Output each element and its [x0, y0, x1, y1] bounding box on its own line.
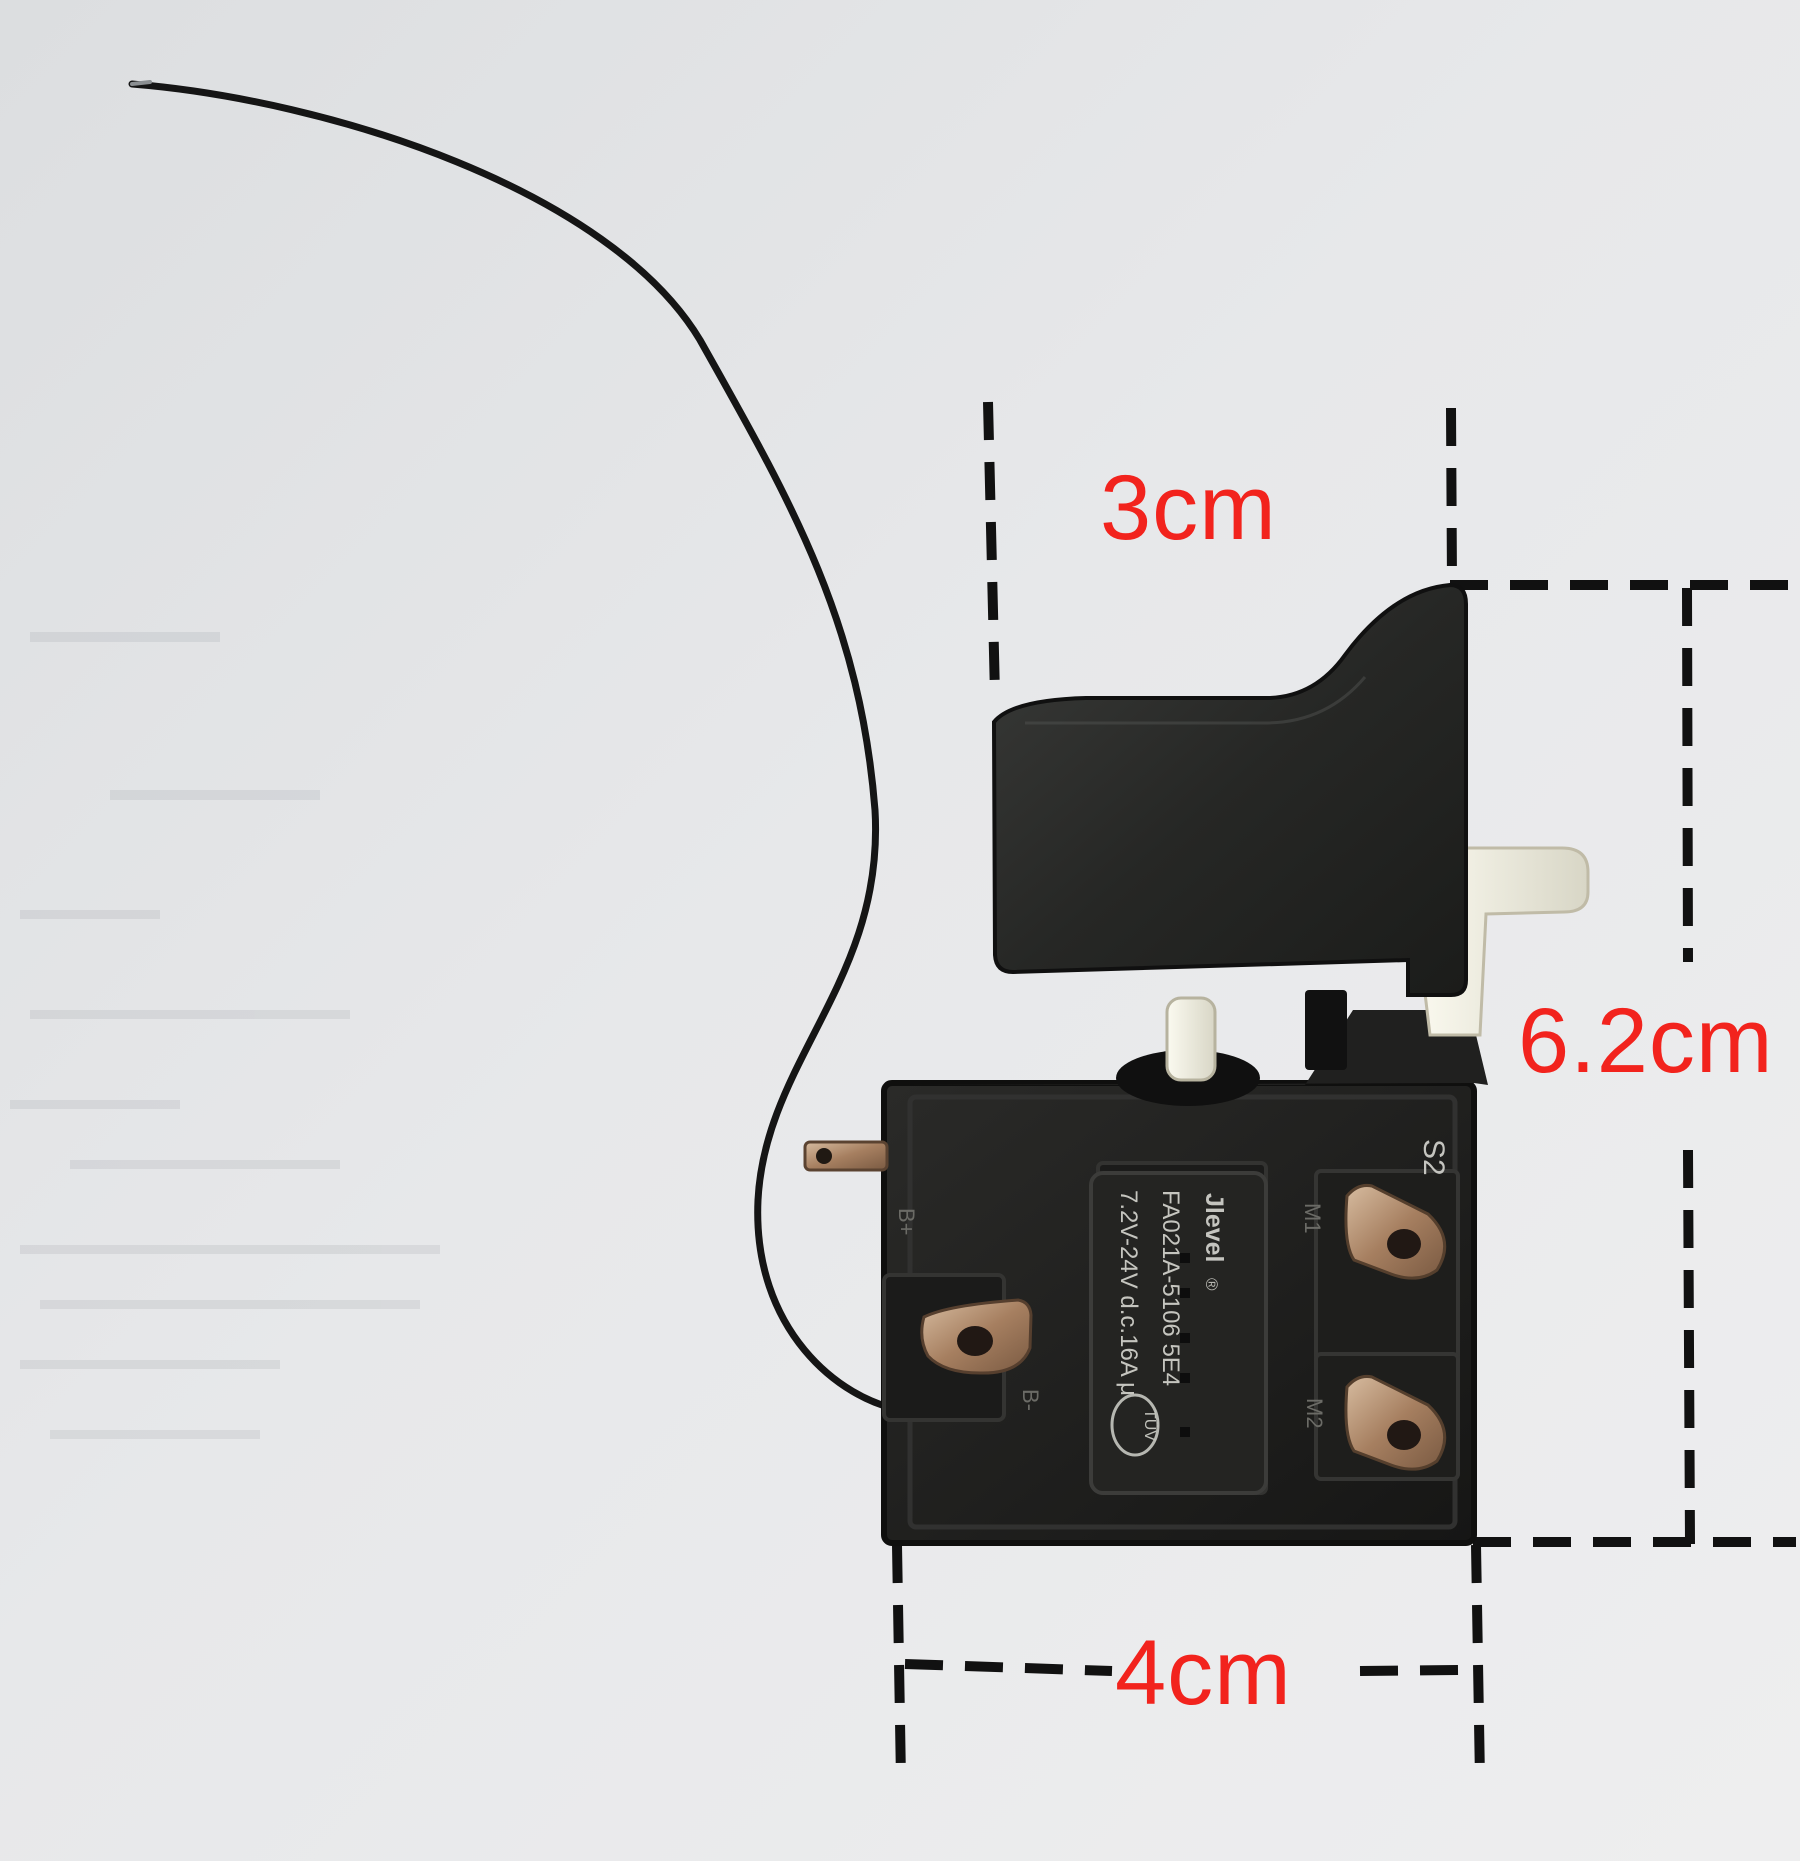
terminal-m2 — [1344, 1375, 1447, 1471]
cert-mark-text: TÜV — [1141, 1409, 1159, 1441]
dimension-guides — [892, 401, 1796, 1781]
wire-tip — [130, 80, 152, 86]
terminal-b-minus — [920, 1298, 1033, 1375]
paper-faint-print — [10, 632, 440, 1439]
b-minus-text: B- — [1018, 1389, 1043, 1411]
registered-mark: ® — [1202, 1278, 1221, 1291]
b-plus-text: B+ — [894, 1208, 919, 1236]
trigger-switch: Jlevel ® FA021A-5106 5E4 7.2V-24V d.c.16… — [803, 582, 1590, 1546]
dimension-label-3cm: 3cm — [1100, 457, 1277, 559]
terminal-tab-b-plus — [803, 1140, 889, 1172]
model-text: FA021A-5106 5E4 — [1157, 1190, 1184, 1386]
rating-text: 7.2V-24V d.c.16A μ — [1115, 1190, 1142, 1396]
m2-text: M2 — [1302, 1398, 1327, 1429]
s2-text: S2 — [1417, 1139, 1450, 1176]
brand-text: Jlevel — [1200, 1193, 1228, 1263]
terminal-m1 — [1344, 1184, 1447, 1280]
black-wire — [128, 80, 906, 1414]
dimension-label-4cm: 4cm — [1115, 1622, 1292, 1724]
m1-text: M1 — [1300, 1203, 1325, 1234]
dimension-label-6-2cm: 6.2cm — [1518, 990, 1774, 1092]
label-dots — [1180, 1253, 1190, 1437]
